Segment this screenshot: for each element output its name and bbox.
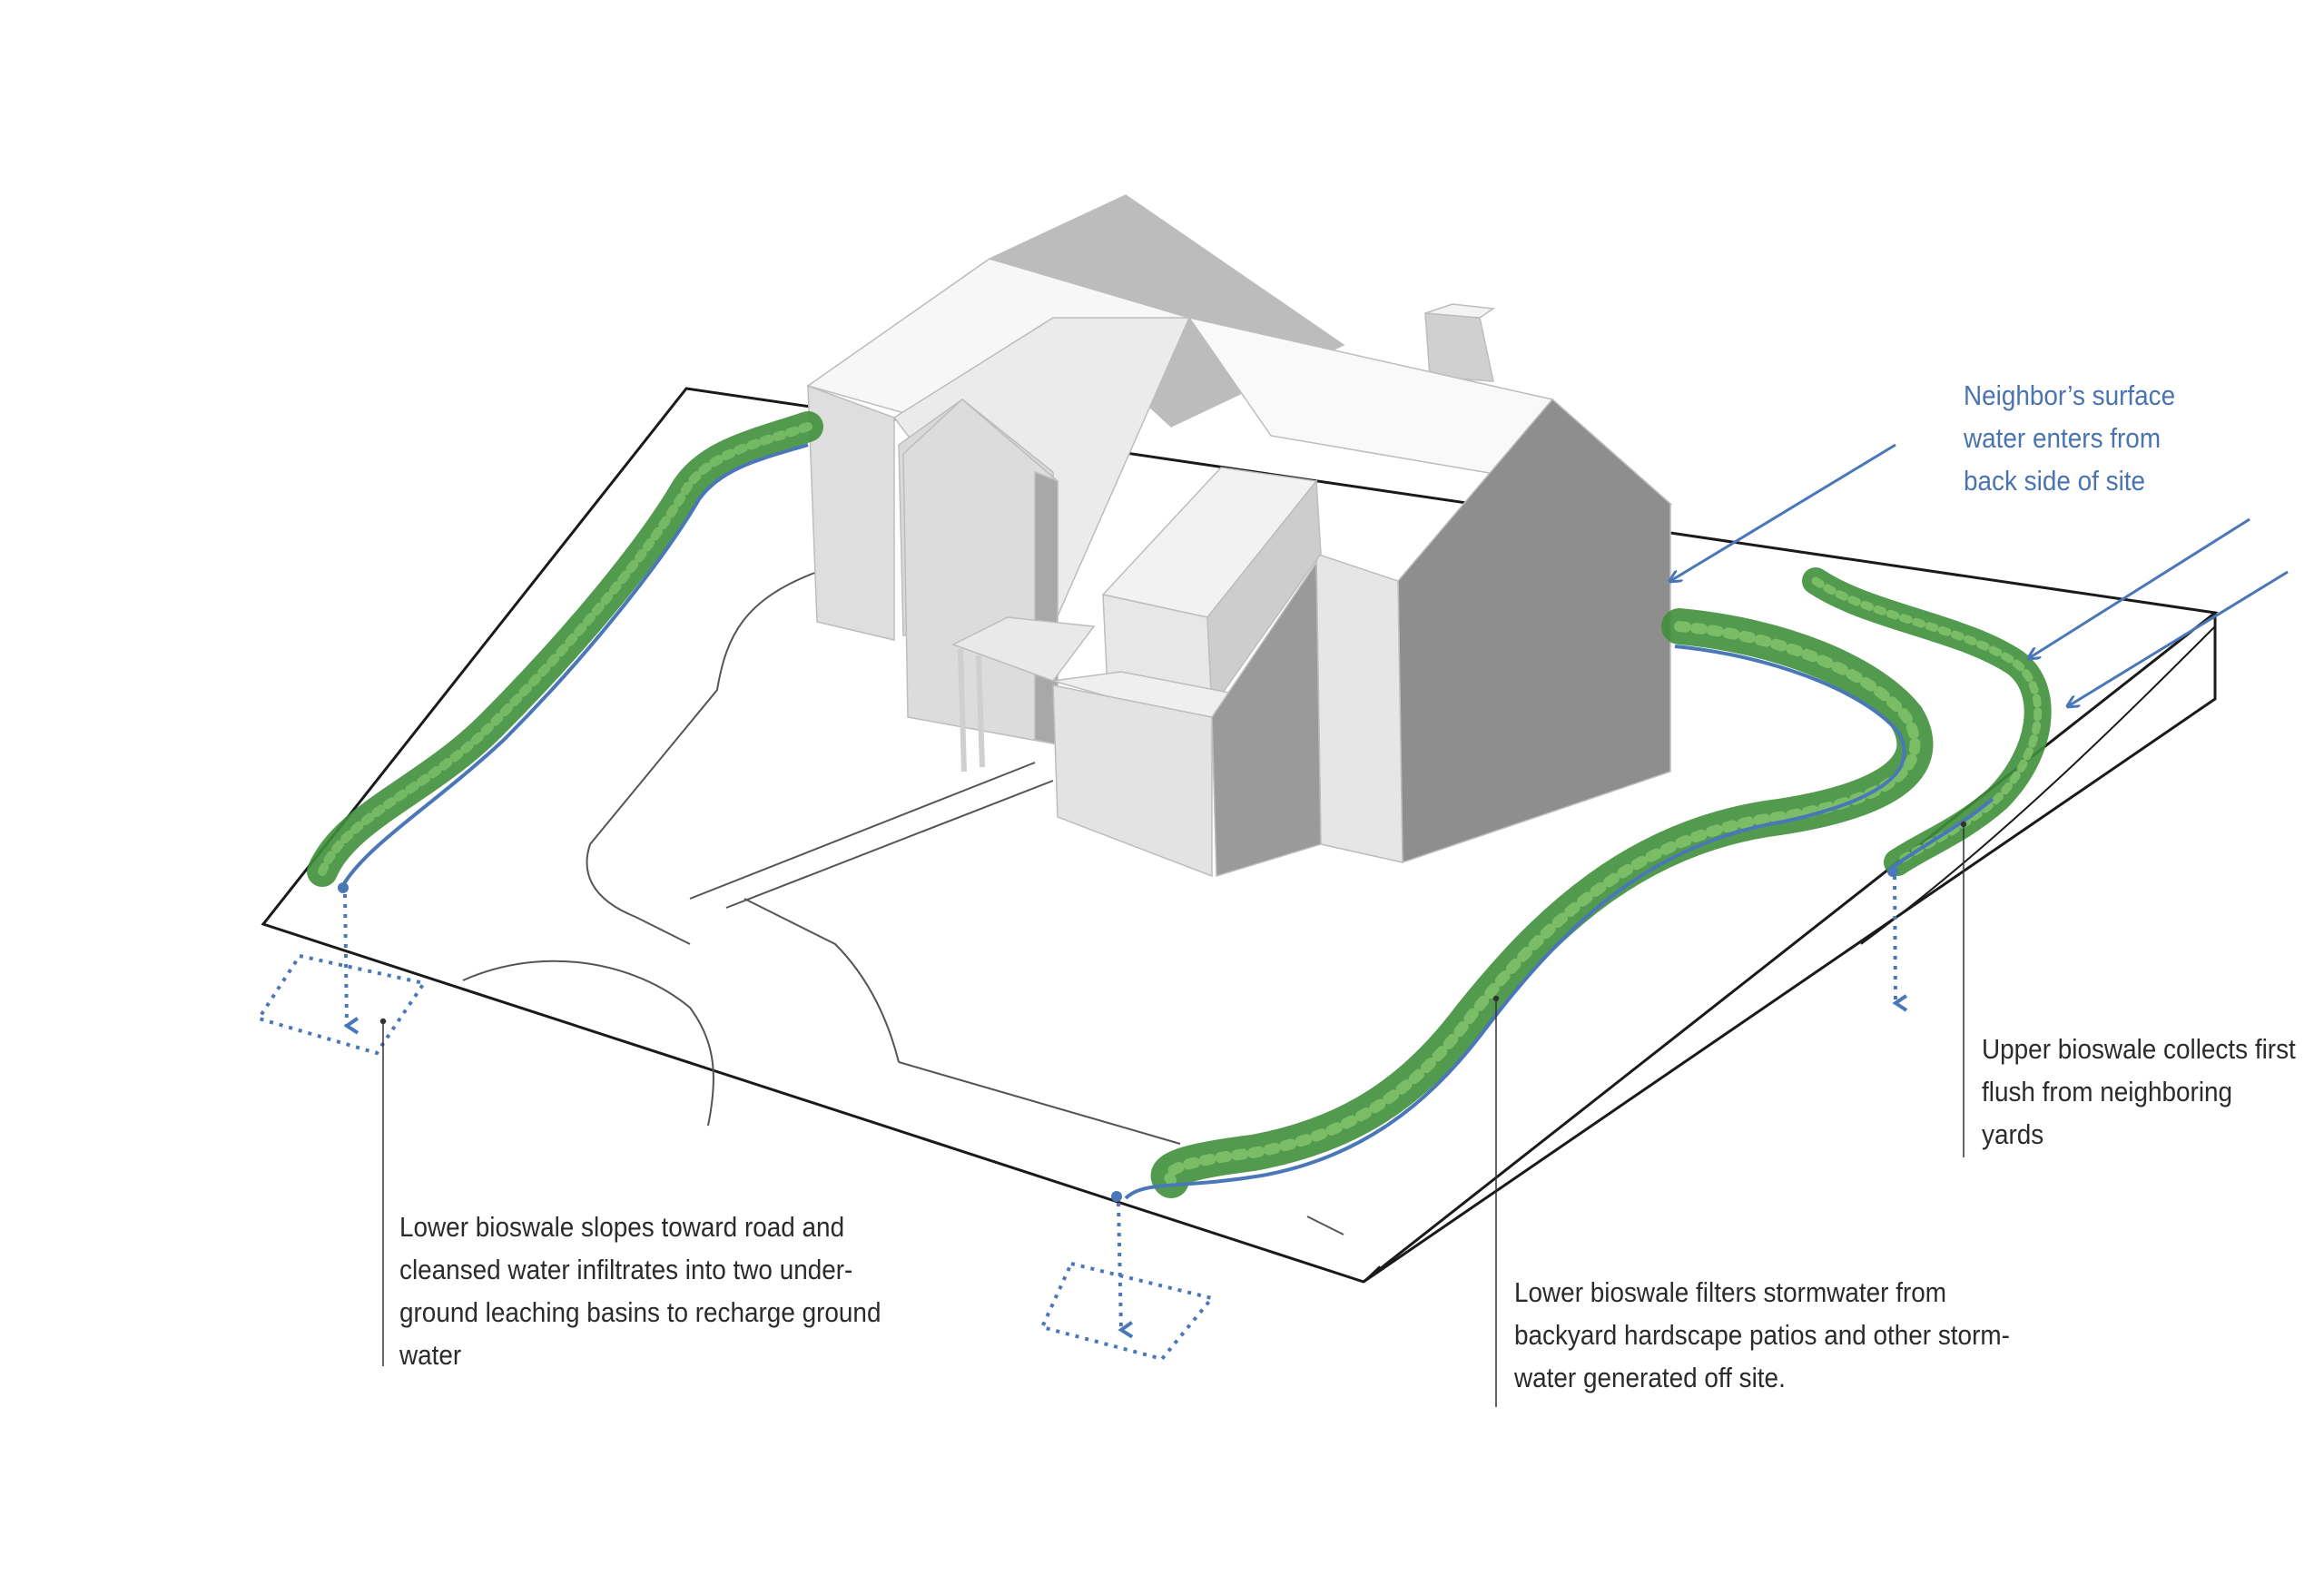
left-infiltration-arrow <box>343 893 359 1035</box>
right-block-front <box>1315 552 1403 863</box>
upper-bioswale-highlight <box>1811 576 2043 867</box>
dormer-box-side <box>1206 479 1322 711</box>
annotation-line: Lower bioswale filters stormwater from <box>1514 1276 1947 1308</box>
leader-lower-road-dot <box>379 1018 387 1025</box>
drain-points <box>338 866 1898 1202</box>
annotation-line: yards <box>1982 1118 2044 1150</box>
leader-lines <box>379 821 1967 1407</box>
arrow-icon <box>1670 443 1896 581</box>
annotation-line: Upper bioswale collects first <box>1982 1033 2296 1065</box>
annotation-upper-bioswale: Upper bioswale collects first flush from… <box>1982 1028 2296 1156</box>
site-slope-edge <box>1363 613 2217 1284</box>
annotation-line: cleansed water infiltrates into two unde… <box>399 1254 853 1285</box>
lower-leaching-basin <box>1039 1261 1216 1362</box>
chimney <box>1424 312 1494 382</box>
left-bioswale-water <box>341 443 809 887</box>
leader-lower-backyard-dot <box>1492 995 1500 1002</box>
annotation-lower-bioswale-backyard: Lower bioswale filters stormwater from b… <box>1514 1271 2010 1399</box>
arrow-icon <box>2029 517 2250 658</box>
lower-bioswale-highlight <box>1163 621 1921 1186</box>
house-model <box>806 194 1673 878</box>
upper-infiltration-arrow <box>1892 875 1908 1012</box>
driveway-paths <box>462 571 1344 1235</box>
left-drain-point <box>338 882 349 893</box>
annotation-line: Neighbor’s surface <box>1964 379 2176 411</box>
annotation-neighbor-water: Neighbor’s surface water enters from bac… <box>1964 374 2175 502</box>
annotation-line: water generated off site. <box>1514 1362 1786 1393</box>
incoming-water-arrows <box>1670 443 2289 706</box>
main-left-wall <box>807 384 895 641</box>
bioswales <box>307 411 2052 1200</box>
lower-drain-point <box>1111 1191 1122 1202</box>
site-base-edge <box>1363 1265 1381 1283</box>
annotation-line: flush from neighboring <box>1982 1076 2233 1107</box>
lower-infiltration-arrow <box>1117 1202 1134 1339</box>
lower-bioswale-water <box>1124 645 1906 1200</box>
left-leaching-basin <box>255 953 428 1056</box>
slope-contour <box>1860 625 2216 945</box>
annotation-line: back side of site <box>1964 465 2146 497</box>
porch-post-right <box>976 655 985 768</box>
leader-upper-dot <box>1960 821 1967 828</box>
front-block-face <box>1052 684 1213 878</box>
front-block-side <box>1211 560 1322 878</box>
left-bioswale-highlight <box>318 422 812 876</box>
chimney-top <box>1424 303 1496 319</box>
annotation-line: water <box>399 1339 462 1371</box>
upper-drain-point <box>1887 866 1898 877</box>
annotation-line: ground leaching basins to recharge groun… <box>399 1296 881 1328</box>
annotation-line: water enters from <box>1964 422 2162 454</box>
annotation-lower-bioswale-road: Lower bioswale slopes toward road and cl… <box>399 1206 881 1376</box>
porch-roof <box>951 616 1096 682</box>
upper-bioswale-water <box>1891 797 1994 869</box>
arrow-icon <box>2068 570 2289 706</box>
annotation-line: backyard hardscape patios and other stor… <box>1514 1319 2010 1351</box>
porch-post-left <box>958 648 967 773</box>
annotation-line: Lower bioswale slopes toward road and <box>399 1211 845 1243</box>
infiltration <box>255 875 1908 1362</box>
